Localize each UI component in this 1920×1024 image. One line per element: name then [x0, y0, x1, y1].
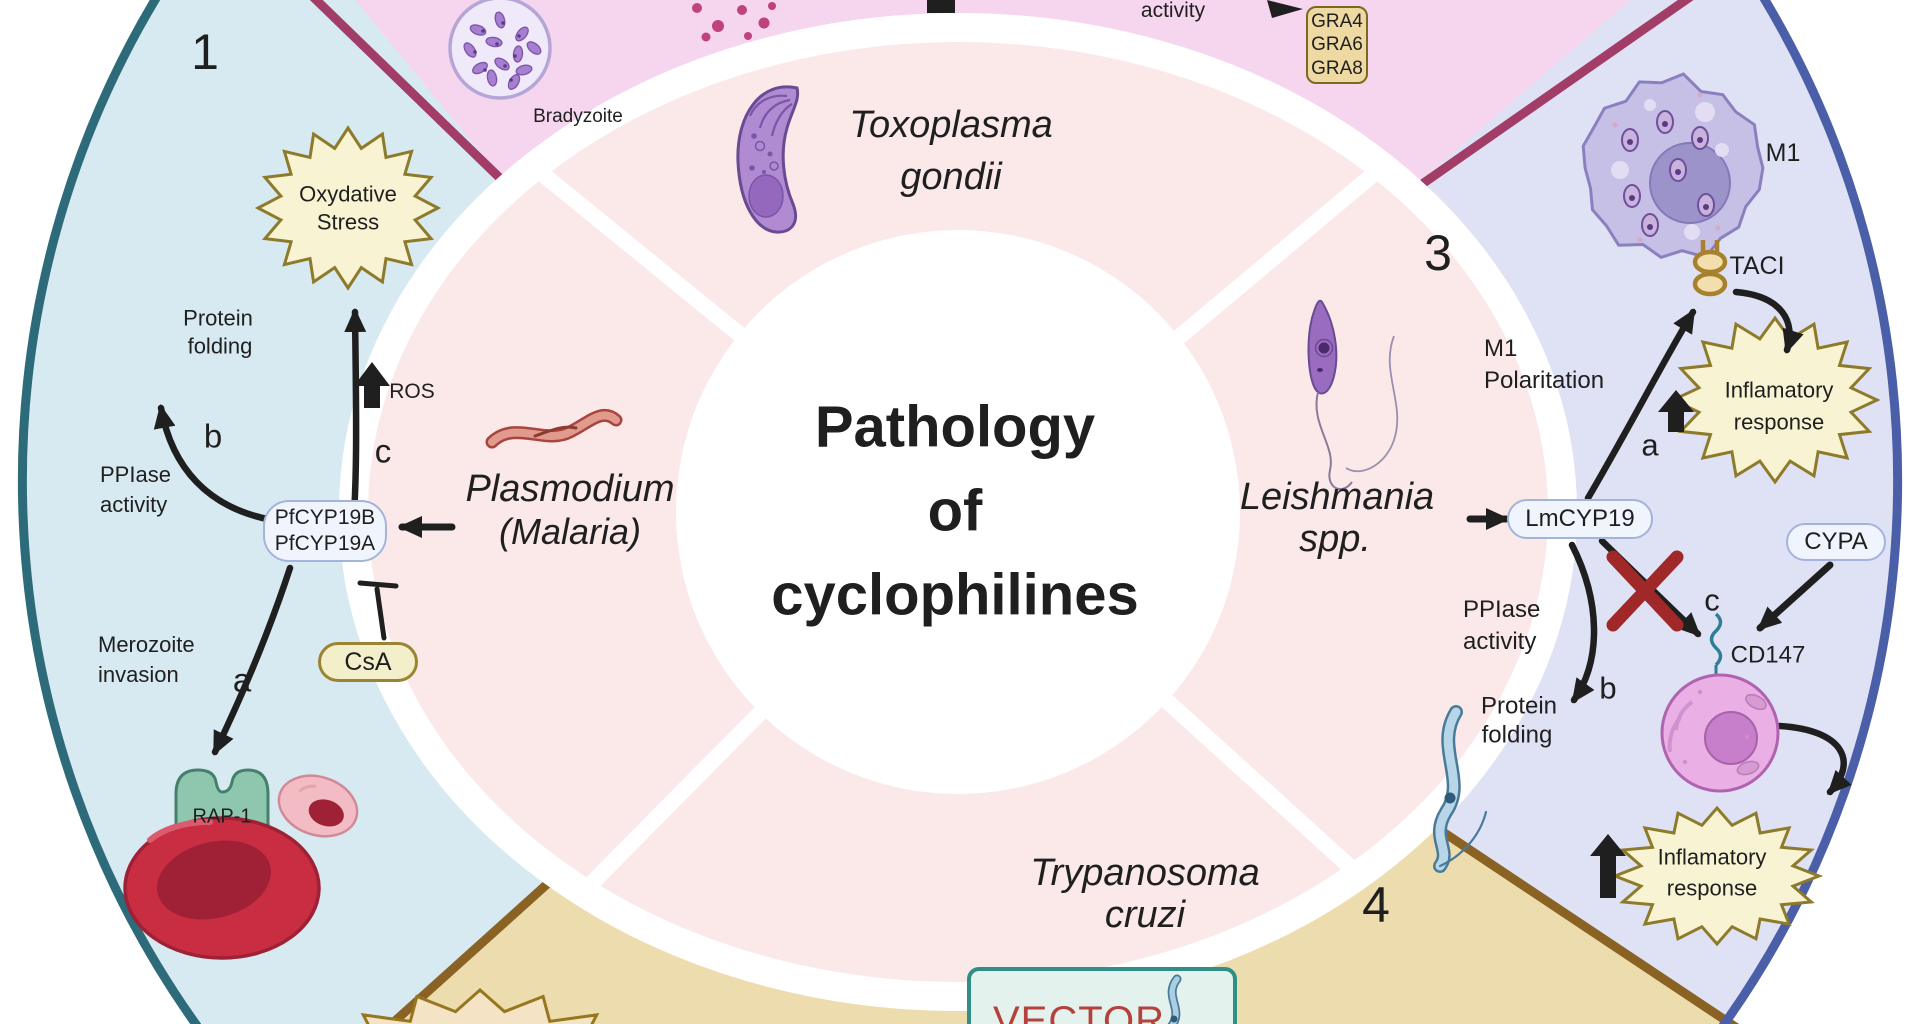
- red-blood-cell-icon: [123, 816, 321, 960]
- host-cell-icon: [1660, 673, 1780, 793]
- oxydative-stress-label-line2: Stress: [316, 209, 380, 235]
- pfcyp19-capsule: PfCYP19B PfCYP19A: [263, 500, 387, 562]
- center-title-line3: cyclophilines: [771, 562, 1139, 628]
- inflammatory-response-star-bottom: [1610, 805, 1824, 947]
- pathway-label-b-q3: b: [1599, 670, 1617, 706]
- cut-off-activity-label: activity: [1140, 0, 1206, 22]
- inflammatory-increase-arrow-bottom: [1590, 834, 1626, 898]
- toxoplasma-label-line2: gondii: [900, 156, 1002, 199]
- ppiase-activity-label-q1-line2: activity: [100, 491, 168, 517]
- trypanosoma-label-line1: Trypanosoma: [1030, 852, 1260, 895]
- trypanosoma-parasite-icon: [1433, 705, 1488, 873]
- protein-folding-label-q1-line1: Protein: [183, 305, 253, 331]
- rap1-receptor-icon: [174, 768, 270, 834]
- lmcyp19-label: LmCYP19: [1525, 505, 1635, 532]
- csa-pill: CsA: [318, 642, 418, 682]
- inflammatory-bottom-label-line1: Inflamatory: [1657, 844, 1767, 870]
- toxoplasma-parasite-icon: [736, 85, 800, 234]
- pink-dots: [692, 2, 776, 42]
- ppiase-activity-label-q3-line2: activity: [1463, 628, 1537, 656]
- plasmodium-label-line2: (Malaria): [498, 511, 642, 553]
- macrophage-icon: [1581, 72, 1765, 260]
- m1-cell-label: M1: [1765, 138, 1801, 167]
- center-circle: [676, 230, 1240, 794]
- pfcyp19b-label: PfCYP19B: [274, 505, 376, 529]
- top-cut-arrow-stubs: [927, 0, 1303, 18]
- sector-borders: [309, 0, 1740, 1024]
- protein-folding-label-q3-line2: folding: [1481, 721, 1553, 749]
- pathway-label-c-q1: c: [374, 432, 392, 470]
- vector-box: VECTOR: [967, 967, 1237, 1024]
- outer-border-teal-arc: [17, 0, 202, 1024]
- inflammatory-top-label-line1: Inflamatory: [1724, 377, 1834, 403]
- center-title-line1: Pathology: [814, 394, 1096, 460]
- oxydative-stress-label-line1: Oxydative: [299, 181, 397, 207]
- leishmania-parasite-icon: [1307, 299, 1399, 491]
- quadrant-1-number: 1: [191, 23, 219, 80]
- pathway-label-a-q1: a: [232, 661, 252, 699]
- inflammatory-increase-arrow-top: [1658, 390, 1694, 432]
- plasmodium-label-line1: Plasmodium: [465, 468, 675, 511]
- gra6-label: GRA6: [1311, 34, 1363, 56]
- bradyzoite-cyst-icon: [448, 0, 552, 100]
- cut-starburst-bottom-left: [360, 988, 600, 1024]
- gra4-label: GRA4: [1311, 11, 1363, 33]
- merozoite-invasion-label-line2: invasion: [98, 661, 179, 687]
- m1-polarization-label-line1: M1: [1484, 335, 1518, 362]
- quadrant-4-number: 4: [1362, 876, 1390, 933]
- ring-dividers: [532, 164, 1384, 889]
- inhibition-x: [1606, 550, 1684, 632]
- oxydative-stress-star: [254, 125, 442, 291]
- taci-label: TACI: [1729, 251, 1785, 280]
- csa-label: CsA: [344, 647, 392, 676]
- cypa-label: CYPA: [1804, 528, 1868, 555]
- cd147-label: CD147: [1730, 641, 1806, 669]
- ros-increase-arrow: [354, 362, 390, 408]
- protein-folding-label-q1-line2: folding: [187, 333, 253, 359]
- leishmania-pathway-arrows: [1466, 288, 1852, 796]
- leishmania-label-line1: Leishmania: [1239, 476, 1435, 519]
- vector-trypanosoma-icon: [1167, 974, 1182, 1024]
- vector-label: VECTOR: [993, 999, 1165, 1024]
- merozoite-icon: [277, 774, 359, 838]
- gra8-label: GRA8: [1311, 57, 1363, 79]
- ros-label: ROS: [389, 379, 435, 403]
- quadrant-3-number: 3: [1424, 224, 1452, 281]
- merozoite-invasion-label-line1: Merozoite: [98, 632, 195, 657]
- plasmodium-parasite-icon: [485, 408, 623, 449]
- lmcyp19-capsule: LmCYP19: [1507, 499, 1653, 539]
- outer-border-navy-arc: [1718, 0, 1903, 1024]
- trypanosoma-label-line2: cruzi: [1104, 894, 1186, 937]
- bradyzoite-label: Bradyzoite: [533, 106, 623, 128]
- inflammatory-response-star-top: [1669, 315, 1881, 485]
- ppiase-activity-label-q1-line1: PPIase: [100, 462, 171, 487]
- m1-polarization-label-line2: Polaritation: [1484, 367, 1605, 395]
- leishmania-label-line2: spp.: [1299, 518, 1371, 561]
- pathway-label-c-q3: c: [1704, 582, 1720, 618]
- cypa-capsule: CYPA: [1786, 523, 1886, 561]
- gra-box: GRA4 GRA6 GRA8: [1306, 6, 1368, 84]
- toxoplasma-label-line1: Toxoplasma: [849, 104, 1053, 147]
- center-title-line2: of: [927, 478, 983, 544]
- ppiase-activity-label-q3-line1: PPIase: [1463, 596, 1541, 623]
- inflammatory-bottom-label-line2: response: [1666, 875, 1758, 901]
- inflammatory-top-label-line2: response: [1733, 409, 1825, 435]
- pfcyp19a-label: PfCYP19A: [274, 532, 376, 555]
- pathway-label-a-q3: a: [1641, 427, 1659, 463]
- protein-folding-label-q3-line1: Protein: [1480, 692, 1558, 720]
- pathway-label-b-q1: b: [203, 417, 223, 455]
- taci-receptor-icon: [1692, 240, 1728, 297]
- rap1-label: RAP-1: [192, 805, 252, 828]
